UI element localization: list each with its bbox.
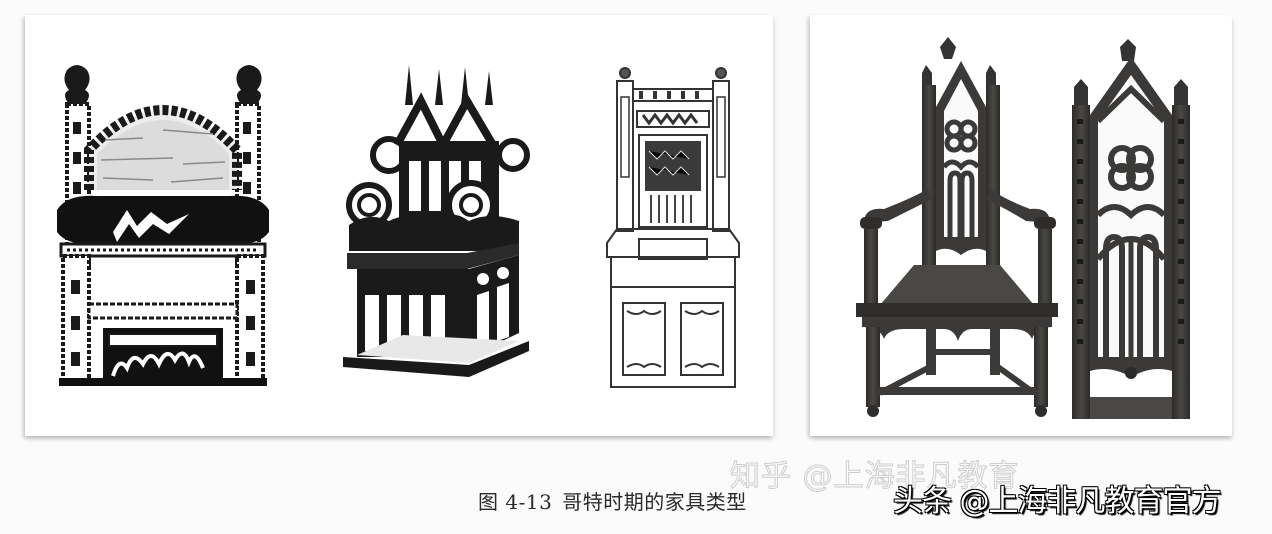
gothic-high-back-stall-illustration [606, 67, 740, 388]
watermark-toutiao: 头条 @上海非凡教育官方 [893, 484, 1222, 519]
gothic-canopy-armchair-illustration [343, 65, 530, 377]
watermark-zhihu: 知乎 @上海非凡教育 [730, 459, 1020, 495]
figure-panel-photographs [810, 15, 1232, 436]
gothic-armchair-photo [856, 37, 1058, 417]
figure-title: 哥特时期的家具类型 [562, 490, 747, 514]
figure-panel-illustrations [25, 15, 773, 436]
figure-number: 图 4-13 [478, 490, 553, 514]
figure-caption: 图 4-13 哥特时期的家具类型 [478, 486, 747, 515]
gothic-side-chair-photo [1072, 39, 1190, 419]
gothic-throne-chair-illustration [57, 65, 269, 386]
